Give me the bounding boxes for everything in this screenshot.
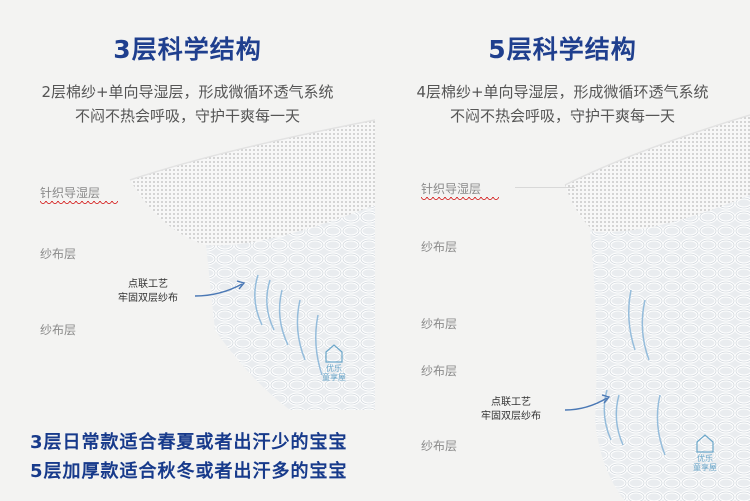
panel-title: 3层科学结构 [113,35,262,64]
panel-3-layer: 3层科学结构 2层棉纱+单向导湿层，形成微循环透气系统 不闷不热会呼吸，守护干爽… [40,35,375,410]
logo-line-1: 优乐 [326,364,342,373]
layer-label-gauze-2: 纱布层 [421,317,458,331]
description-line-2: 不闷不热会呼吸，守护干爽每一天 [449,107,675,125]
layer-label-gauze-1: 纱布层 [40,247,77,261]
layer-guide-line [515,187,575,188]
brand-logo: 优乐 童享屋 [322,364,346,382]
wavy-underline [40,201,118,207]
curved-arrow-icon [194,283,243,297]
process-note: 点联工艺 牢固双层纱布 [118,278,178,306]
logo-line-1: 优乐 [697,454,713,463]
layer-label-gauze-4: 纱布层 [421,439,458,453]
fabric-illustration [564,114,750,501]
recommendation-5-layer: 5层加厚款适合秋冬或者出汗多的宝宝 [30,461,348,482]
wavy-underline [421,197,499,203]
house-logo-icon [325,344,343,363]
panel-title: 5层科学结构 [488,35,637,64]
process-note: 点联工艺 牢固双层纱布 [481,396,541,424]
layer-label-knit: 针织导湿层 [421,182,482,196]
note-line-1: 点联工艺 [491,397,531,408]
recommendation-3-layer: 3层日常款适合春夏或者出汗少的宝宝 [30,432,348,453]
description-line-1: 4层棉纱+单向导湿层，形成微循环透气系统 [416,83,709,101]
layer-label-gauze-3: 纱布层 [421,364,458,378]
description-line-2: 不闷不热会呼吸，守护干爽每一天 [74,107,300,125]
note-line-1: 点联工艺 [128,279,168,290]
layer-label-gauze-2: 纱布层 [40,323,77,337]
layer-label-gauze-1: 纱布层 [421,240,458,254]
logo-line-2: 童享屋 [322,373,346,382]
curved-arrow-icon [564,397,608,411]
description-line-1: 2层棉纱+单向导湿层，形成微循环透气系统 [41,83,334,101]
logo-line-2: 童享屋 [693,463,717,472]
note-line-2: 牢固双层纱布 [481,411,541,422]
fabric-illustration [129,119,375,410]
panel-5-layer: 5层科学结构 4层棉纱+单向导湿层，形成微循环透气系统 不闷不热会呼吸，守护干爽… [375,0,750,501]
house-logo-icon [696,434,714,453]
brand-logo: 优乐 童享屋 [693,454,717,472]
layer-label-knit: 针织导湿层 [40,186,101,200]
note-line-2: 牢固双层纱布 [118,293,178,304]
